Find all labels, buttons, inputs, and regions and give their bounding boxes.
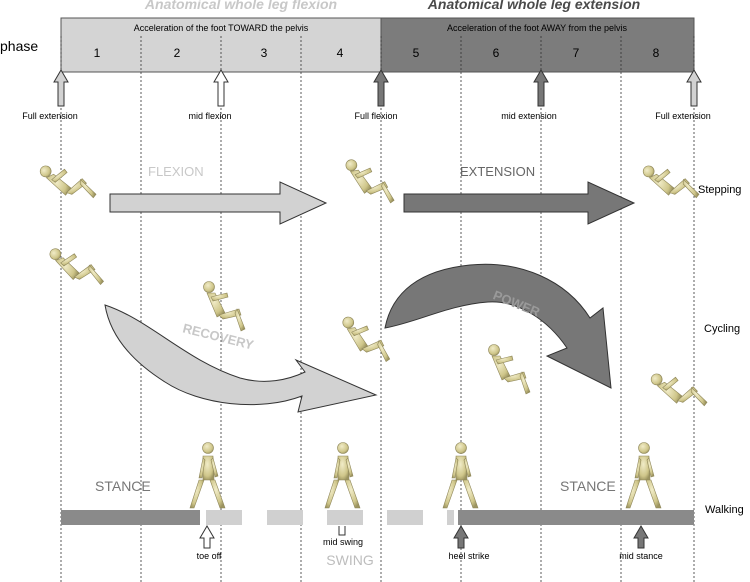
stepping-figure-full-flexion: [344, 153, 395, 210]
swing-bar-4: [387, 510, 423, 525]
cycling-figure-5: [649, 358, 709, 422]
extension-box-caption: Acceleration of the foot AWAY from the p…: [446, 23, 628, 33]
toe-off-label: toe off: [196, 551, 222, 561]
swing-bar-3: [327, 510, 363, 525]
mid-swing-label: mid swing: [322, 537, 364, 547]
up-arrow-icon: [686, 69, 702, 107]
mid-stance-label: mid stance: [619, 551, 663, 561]
marker-mid-flexion: mid flexion: [188, 111, 232, 121]
phase-number: 6: [492, 46, 500, 60]
flexion-title: Anatomical whole leg flexion: [144, 0, 338, 12]
up-arrow-icon: [373, 69, 389, 107]
cycling-figure-4: [488, 344, 531, 395]
cycling-figure-1: [48, 236, 105, 298]
marker-full-flexion: Full flexion: [354, 111, 398, 121]
up-arrow-icon: [533, 69, 549, 107]
extension-title: Anatomical whole leg extension: [427, 0, 641, 12]
phase-number: 8: [652, 46, 660, 60]
walking-row-label: Walking: [705, 504, 744, 516]
cycling-figure-2: [203, 281, 246, 332]
power-arrow: [384, 263, 612, 389]
phase-number: 1: [93, 46, 101, 60]
toe-off-arrow-icon: [199, 525, 215, 549]
up-arrow-icon: [53, 69, 69, 107]
mid-stance-arrow-icon: [633, 525, 649, 549]
flexion-label: FLEXION: [148, 164, 204, 179]
heel-strike-label: heel strike: [448, 551, 490, 561]
stance-label-left: STANCE: [95, 478, 151, 494]
heel-strike-arrow-icon: [453, 525, 469, 549]
phase-number: 7: [572, 46, 580, 60]
walking-figure-heel-strike: [442, 442, 479, 509]
marker-full-extension-start: Full extension: [22, 111, 78, 121]
up-arrow-icon: [213, 69, 229, 107]
stepping-figure-end: [641, 150, 701, 214]
flexion-box-caption: Acceleration of the foot TOWARD the pelv…: [133, 23, 309, 33]
cycling-figure-3: [341, 311, 391, 368]
swing-bar-5: [447, 510, 454, 525]
mid-swing-tick-icon: [338, 526, 346, 536]
marker-mid-extension: mid extension: [501, 111, 557, 121]
up-marker-arrows: [53, 69, 702, 107]
stepping-row-label: Stepping: [698, 184, 742, 196]
flexion-arrow: [109, 181, 328, 225]
stance-label-right: STANCE: [560, 478, 616, 494]
stance-bar-right: [458, 510, 694, 525]
phase-number: 2: [173, 46, 181, 60]
extension-label: EXTENSION: [460, 164, 536, 179]
walking-figure-mid-swing: [324, 442, 361, 509]
stepping-figure-full-extension: [38, 150, 98, 214]
phase-number: 5: [412, 46, 420, 60]
marker-full-extension-end: Full extension: [655, 111, 711, 121]
phase-label: phase: [0, 38, 39, 54]
stance-bar-left: [61, 510, 200, 525]
phase-number: 3: [260, 46, 268, 60]
walking-figure-mid-stance: [625, 442, 662, 509]
recovery-arrow: [104, 304, 378, 413]
extension-arrow: [403, 181, 636, 225]
swing-bar-1: [206, 510, 242, 525]
extension-phase-box: [380, 17, 695, 73]
cycling-row-label: Cycling: [704, 323, 741, 335]
swing-label: SWING: [326, 552, 374, 568]
phase-number: 4: [336, 46, 344, 60]
swing-bar-2: [267, 510, 303, 525]
walking-figure-toe-off: [189, 442, 226, 509]
